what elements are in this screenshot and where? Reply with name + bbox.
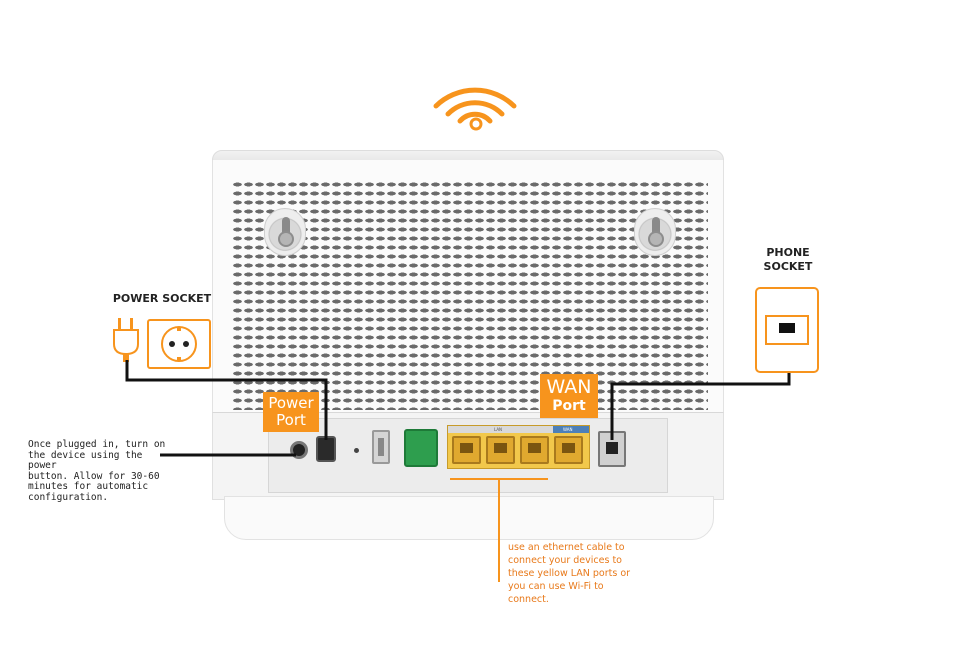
power-port-tag: Power Port (263, 392, 319, 432)
wan-strip: WAN (553, 426, 589, 433)
wall-outlet-icon (147, 319, 211, 369)
phone-jack-icon (755, 287, 819, 373)
wan-port-tag-line2: Port (552, 398, 586, 414)
lan-leader-line (498, 479, 500, 582)
phone-socket-label-line1: PHONE (766, 246, 810, 259)
lan-note-line: use an ethernet cable to (508, 542, 625, 553)
wan-port-tag: WAN Port (540, 374, 598, 418)
usb-port (372, 430, 390, 464)
power-note-line: the device using the power (28, 449, 143, 471)
reset-pinhole (354, 448, 359, 453)
lan-strip-label: LAN (494, 427, 503, 432)
plug-icon (113, 318, 139, 362)
lan-note-line: connect your devices to (508, 555, 622, 566)
power-note-line: Once plugged in, turn on (28, 439, 166, 450)
phone-port-green (404, 429, 438, 467)
lan-note-line: these yellow LAN ports or (508, 568, 631, 579)
lan-port-2 (486, 436, 515, 464)
power-note-line: button. Allow for 30-60 (28, 470, 160, 482)
power-note-line: configuration. (28, 491, 109, 503)
wan-port-tag-line1: WAN (546, 376, 592, 398)
power-note: Once plugged in, turn on the device usin… (28, 439, 168, 503)
lan-port-1 (452, 436, 481, 464)
lan-note: use an ethernet cable to connect your de… (508, 541, 648, 606)
lan-note-line: connect. (508, 594, 549, 605)
phone-socket-label: PHONE SOCKET (748, 246, 828, 274)
ethernet-port-block: LAN WAN (447, 425, 590, 469)
power-port-tag-line1: Power (268, 394, 314, 412)
wan-strip-label: WAN (563, 427, 573, 432)
router-vents (232, 180, 708, 410)
wall-mount-hole-right (634, 208, 676, 256)
lan-strip: LAN (448, 426, 553, 433)
power-socket-label: POWER SOCKET (112, 292, 212, 305)
power-port-tag-line2: Port (276, 411, 306, 429)
wan-port (554, 436, 583, 464)
power-note-line: minutes for automatic (28, 481, 149, 492)
phone-socket-label-line2: SOCKET (763, 260, 813, 273)
router-base (224, 496, 714, 540)
lan-port-3 (520, 436, 549, 464)
lan-note-line: you can use Wi-Fi to (508, 581, 604, 592)
wall-mount-hole-left (264, 208, 306, 256)
wifi-icon (433, 87, 517, 131)
